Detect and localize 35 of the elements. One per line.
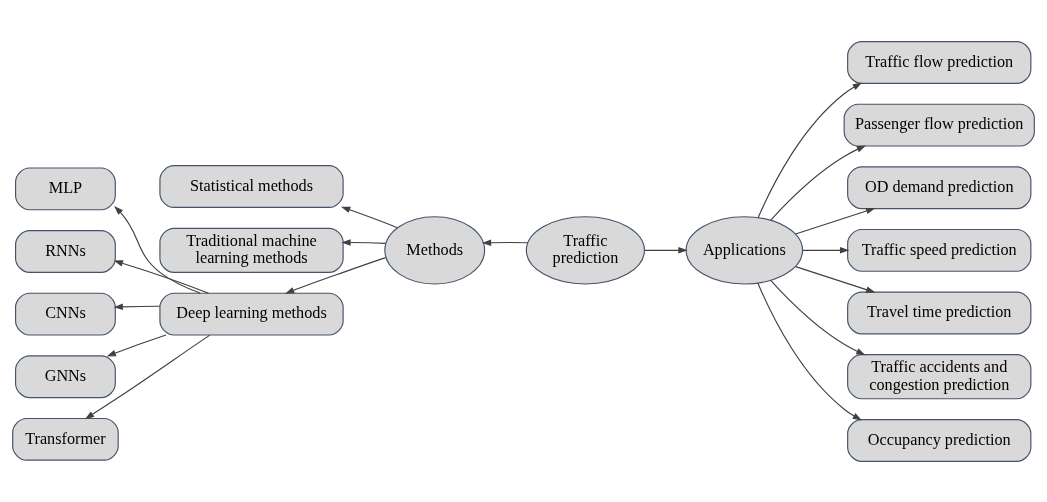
arrow <box>106 333 167 356</box>
arrow <box>341 238 387 246</box>
node-box: Traffic accidents and congestion prediction <box>847 353 1032 399</box>
arrow <box>285 256 387 294</box>
arrow <box>114 205 201 294</box>
node-ellipse: Methods <box>384 215 486 285</box>
arrow <box>481 239 529 246</box>
arrow <box>795 207 876 235</box>
node-ellipse: Applications <box>685 215 804 285</box>
node-box: Traffic flow prediction <box>847 40 1032 84</box>
node-box: Transformer <box>12 417 119 461</box>
arrow <box>770 279 866 355</box>
arrow <box>84 334 211 419</box>
node-box: Travel time prediction <box>847 291 1032 334</box>
node-box: GNNs <box>15 354 116 398</box>
arrow <box>341 206 399 228</box>
arrow <box>113 259 210 294</box>
node-box: CNNs <box>15 292 116 336</box>
arrow <box>770 144 866 221</box>
node-box: Occupancy prediction <box>847 418 1032 462</box>
arrow <box>644 246 688 254</box>
node-box: Traditional machine learning methods <box>159 227 344 273</box>
arrow <box>757 281 862 420</box>
node-ellipse: Traffic prediction <box>525 215 646 285</box>
arrow <box>757 82 862 218</box>
arrow <box>113 303 161 310</box>
arrow <box>802 246 850 254</box>
node-box: OD demand prediction <box>847 165 1032 209</box>
node-box: Passenger flow prediction <box>843 103 1035 147</box>
node-box: Deep learning methods <box>159 292 344 336</box>
arrow <box>795 265 876 293</box>
node-box: Statistical methods <box>159 164 344 208</box>
node-box: MLP <box>15 166 116 210</box>
node-box: RNNs <box>15 229 116 273</box>
node-box: Traffic speed prediction <box>847 228 1032 272</box>
